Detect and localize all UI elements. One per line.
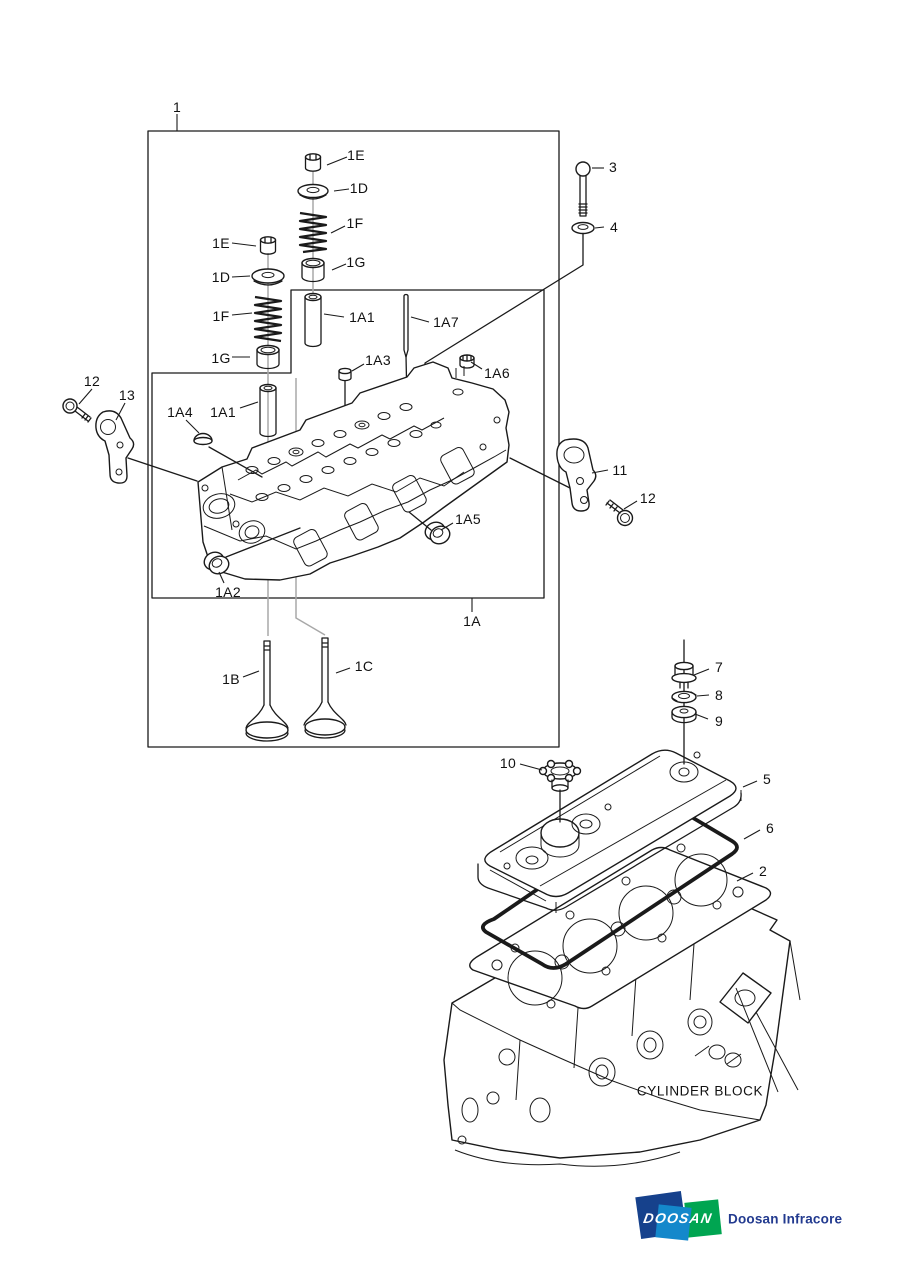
callout-1f-left: 1F bbox=[212, 308, 230, 324]
washer-4-part bbox=[571, 221, 595, 235]
callout-1a1-right: 1A1 bbox=[349, 309, 375, 325]
valve-guide-right-part bbox=[304, 292, 322, 348]
small-cap-part bbox=[338, 367, 352, 382]
bracket-11-part bbox=[556, 438, 597, 512]
group-box-1 bbox=[147, 130, 560, 748]
valve-1b-part bbox=[245, 640, 289, 742]
callout-1e-left: 1E bbox=[212, 235, 230, 251]
callout-8: 8 bbox=[714, 687, 724, 703]
group-box-1a bbox=[151, 289, 545, 599]
callout-1e-right: 1E bbox=[347, 147, 365, 163]
cover-bolt-part bbox=[671, 661, 697, 689]
callout-1f-right: 1F bbox=[346, 215, 364, 231]
callout-4: 4 bbox=[609, 219, 619, 235]
callout-13: 13 bbox=[118, 387, 136, 403]
callout-1a4: 1A4 bbox=[167, 404, 193, 420]
stem-seal-right-part bbox=[301, 257, 325, 283]
seal-ring-1a2-part bbox=[203, 551, 230, 575]
callout-10: 10 bbox=[499, 755, 517, 771]
bolt-12-left-part bbox=[62, 398, 92, 423]
callout-2: 2 bbox=[758, 863, 768, 879]
bolt-12-right-part bbox=[605, 499, 634, 527]
cylinder-block-label: CYLINDER BLOCK bbox=[636, 1083, 764, 1099]
callout-1a1-left: 1A1 bbox=[210, 404, 236, 420]
valve-guide-left-part bbox=[259, 383, 277, 438]
callout-1c: 1C bbox=[354, 658, 374, 674]
spring-retainer-right-part bbox=[297, 183, 329, 200]
callout-1b: 1B bbox=[222, 671, 240, 687]
doosan-logo-text: DOOSAN bbox=[642, 1210, 714, 1226]
callout-1g-left: 1G bbox=[211, 350, 231, 366]
callout-3: 3 bbox=[608, 159, 618, 175]
callout-1a3: 1A3 bbox=[365, 352, 391, 368]
rod-part bbox=[403, 293, 409, 358]
leader-lines bbox=[78, 156, 761, 882]
callout-1a: 1A bbox=[463, 613, 481, 629]
callout-1a2: 1A2 bbox=[215, 584, 241, 600]
callout-11: 11 bbox=[612, 462, 628, 478]
doosan-company-name: Doosan Infracore bbox=[728, 1211, 843, 1227]
bolt-3-part bbox=[575, 161, 591, 217]
callout-5: 5 bbox=[762, 771, 772, 787]
valve-spring-right-part bbox=[298, 211, 328, 254]
stem-seal-left-part bbox=[256, 344, 280, 370]
rocker-cover-drawing bbox=[477, 639, 742, 913]
valve-cap-left-part bbox=[259, 236, 277, 255]
callout-7: 7 bbox=[714, 659, 724, 675]
callout-9: 9 bbox=[714, 713, 724, 729]
cup-plug-part bbox=[193, 432, 213, 446]
callout-1d-left: 1D bbox=[211, 269, 231, 285]
callout-12-right: 12 bbox=[639, 490, 657, 506]
callout-1d-right: 1D bbox=[349, 180, 369, 196]
callout-1a6: 1A6 bbox=[484, 365, 510, 381]
seal-ring-1a5-part bbox=[424, 521, 451, 545]
callout-1g-right: 1G bbox=[346, 254, 366, 270]
callout-1a7: 1A7 bbox=[433, 314, 459, 330]
seal-washer-part bbox=[671, 705, 697, 724]
lock-washer-part bbox=[671, 690, 697, 704]
oil-cap-part bbox=[538, 759, 582, 792]
bracket-13-part bbox=[95, 410, 135, 484]
callout-6: 6 bbox=[765, 820, 775, 836]
callout-12-left: 12 bbox=[83, 373, 101, 389]
valve-cap-right-part bbox=[304, 153, 322, 172]
spring-retainer-left-part bbox=[251, 268, 285, 286]
callout-1: 1 bbox=[172, 99, 182, 115]
doosan-logo-mark bbox=[635, 1191, 722, 1241]
small-plug-part bbox=[459, 354, 475, 369]
valve-1c-part bbox=[303, 637, 347, 739]
callout-1a5: 1A5 bbox=[455, 511, 481, 527]
valve-spring-left-part bbox=[253, 295, 283, 343]
cylinder-head-drawing bbox=[197, 361, 510, 581]
